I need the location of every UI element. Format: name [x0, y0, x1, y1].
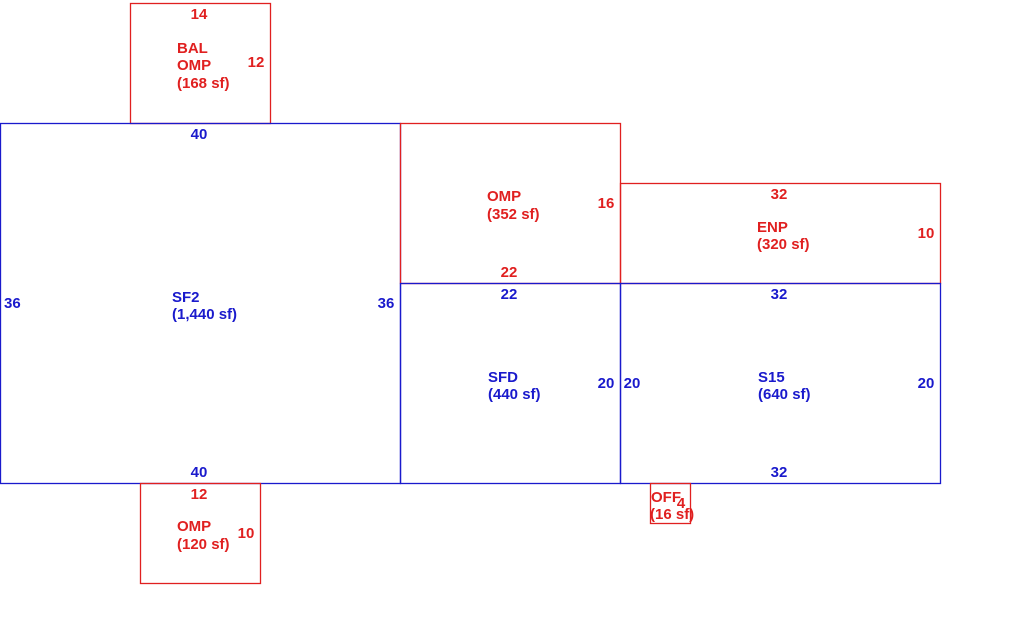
bal-code-2: OMP [177, 57, 211, 74]
sf2-dim-left: 36 [4, 295, 21, 312]
omp-top-dim-bottom: 22 [501, 264, 518, 281]
sf2-dim-bottom: 40 [191, 464, 208, 481]
sfd-area: (440 sf) [488, 386, 541, 403]
omp-bottom-dim-right: 10 [238, 525, 255, 542]
sf2-code: SF2 [172, 289, 200, 306]
omp-top-code: OMP [487, 188, 521, 205]
bal-code: BAL [177, 40, 208, 57]
bal-dim-top: 14 [191, 6, 208, 23]
enp-dim-right: 10 [918, 225, 935, 242]
sfd-code: SFD [488, 369, 518, 386]
enp-code: ENP [757, 219, 788, 236]
off-outline [649, 482, 692, 525]
sf2-dim-right: 36 [378, 295, 395, 312]
bal-dim-right: 12 [248, 54, 265, 71]
omp-bottom-outline [139, 482, 262, 585]
s15-area: (640 sf) [758, 386, 811, 403]
s15-dim-right: 20 [918, 375, 935, 392]
enp-area: (320 sf) [757, 236, 810, 253]
s15-code: S15 [758, 369, 785, 386]
s15-outline [619, 282, 942, 485]
off-dim-right: 4 [677, 495, 686, 512]
sfd-dim-right: 20 [598, 375, 615, 392]
bal-area: (168 sf) [177, 75, 230, 92]
off-code: OFF [651, 489, 681, 506]
omp-top-area: (352 sf) [487, 206, 540, 223]
omp-bottom-dim-top: 12 [191, 486, 208, 503]
sf2-outline [0, 122, 402, 485]
omp-bottom-code: OMP [177, 518, 211, 535]
sf2-dim-top: 40 [191, 126, 208, 143]
enp-dim-top: 32 [771, 186, 788, 203]
omp-bottom-area: (120 sf) [177, 536, 230, 553]
s15-dim-top: 32 [771, 286, 788, 303]
s15-dim-bottom: 32 [771, 464, 788, 481]
sfd-dim-top: 22 [501, 286, 518, 303]
sf2-area: (1,440 sf) [172, 306, 237, 323]
s15-dim-left: 20 [624, 375, 641, 392]
omp-top-dim-right: 16 [598, 195, 615, 212]
off-area: (16 sf) [650, 506, 694, 523]
